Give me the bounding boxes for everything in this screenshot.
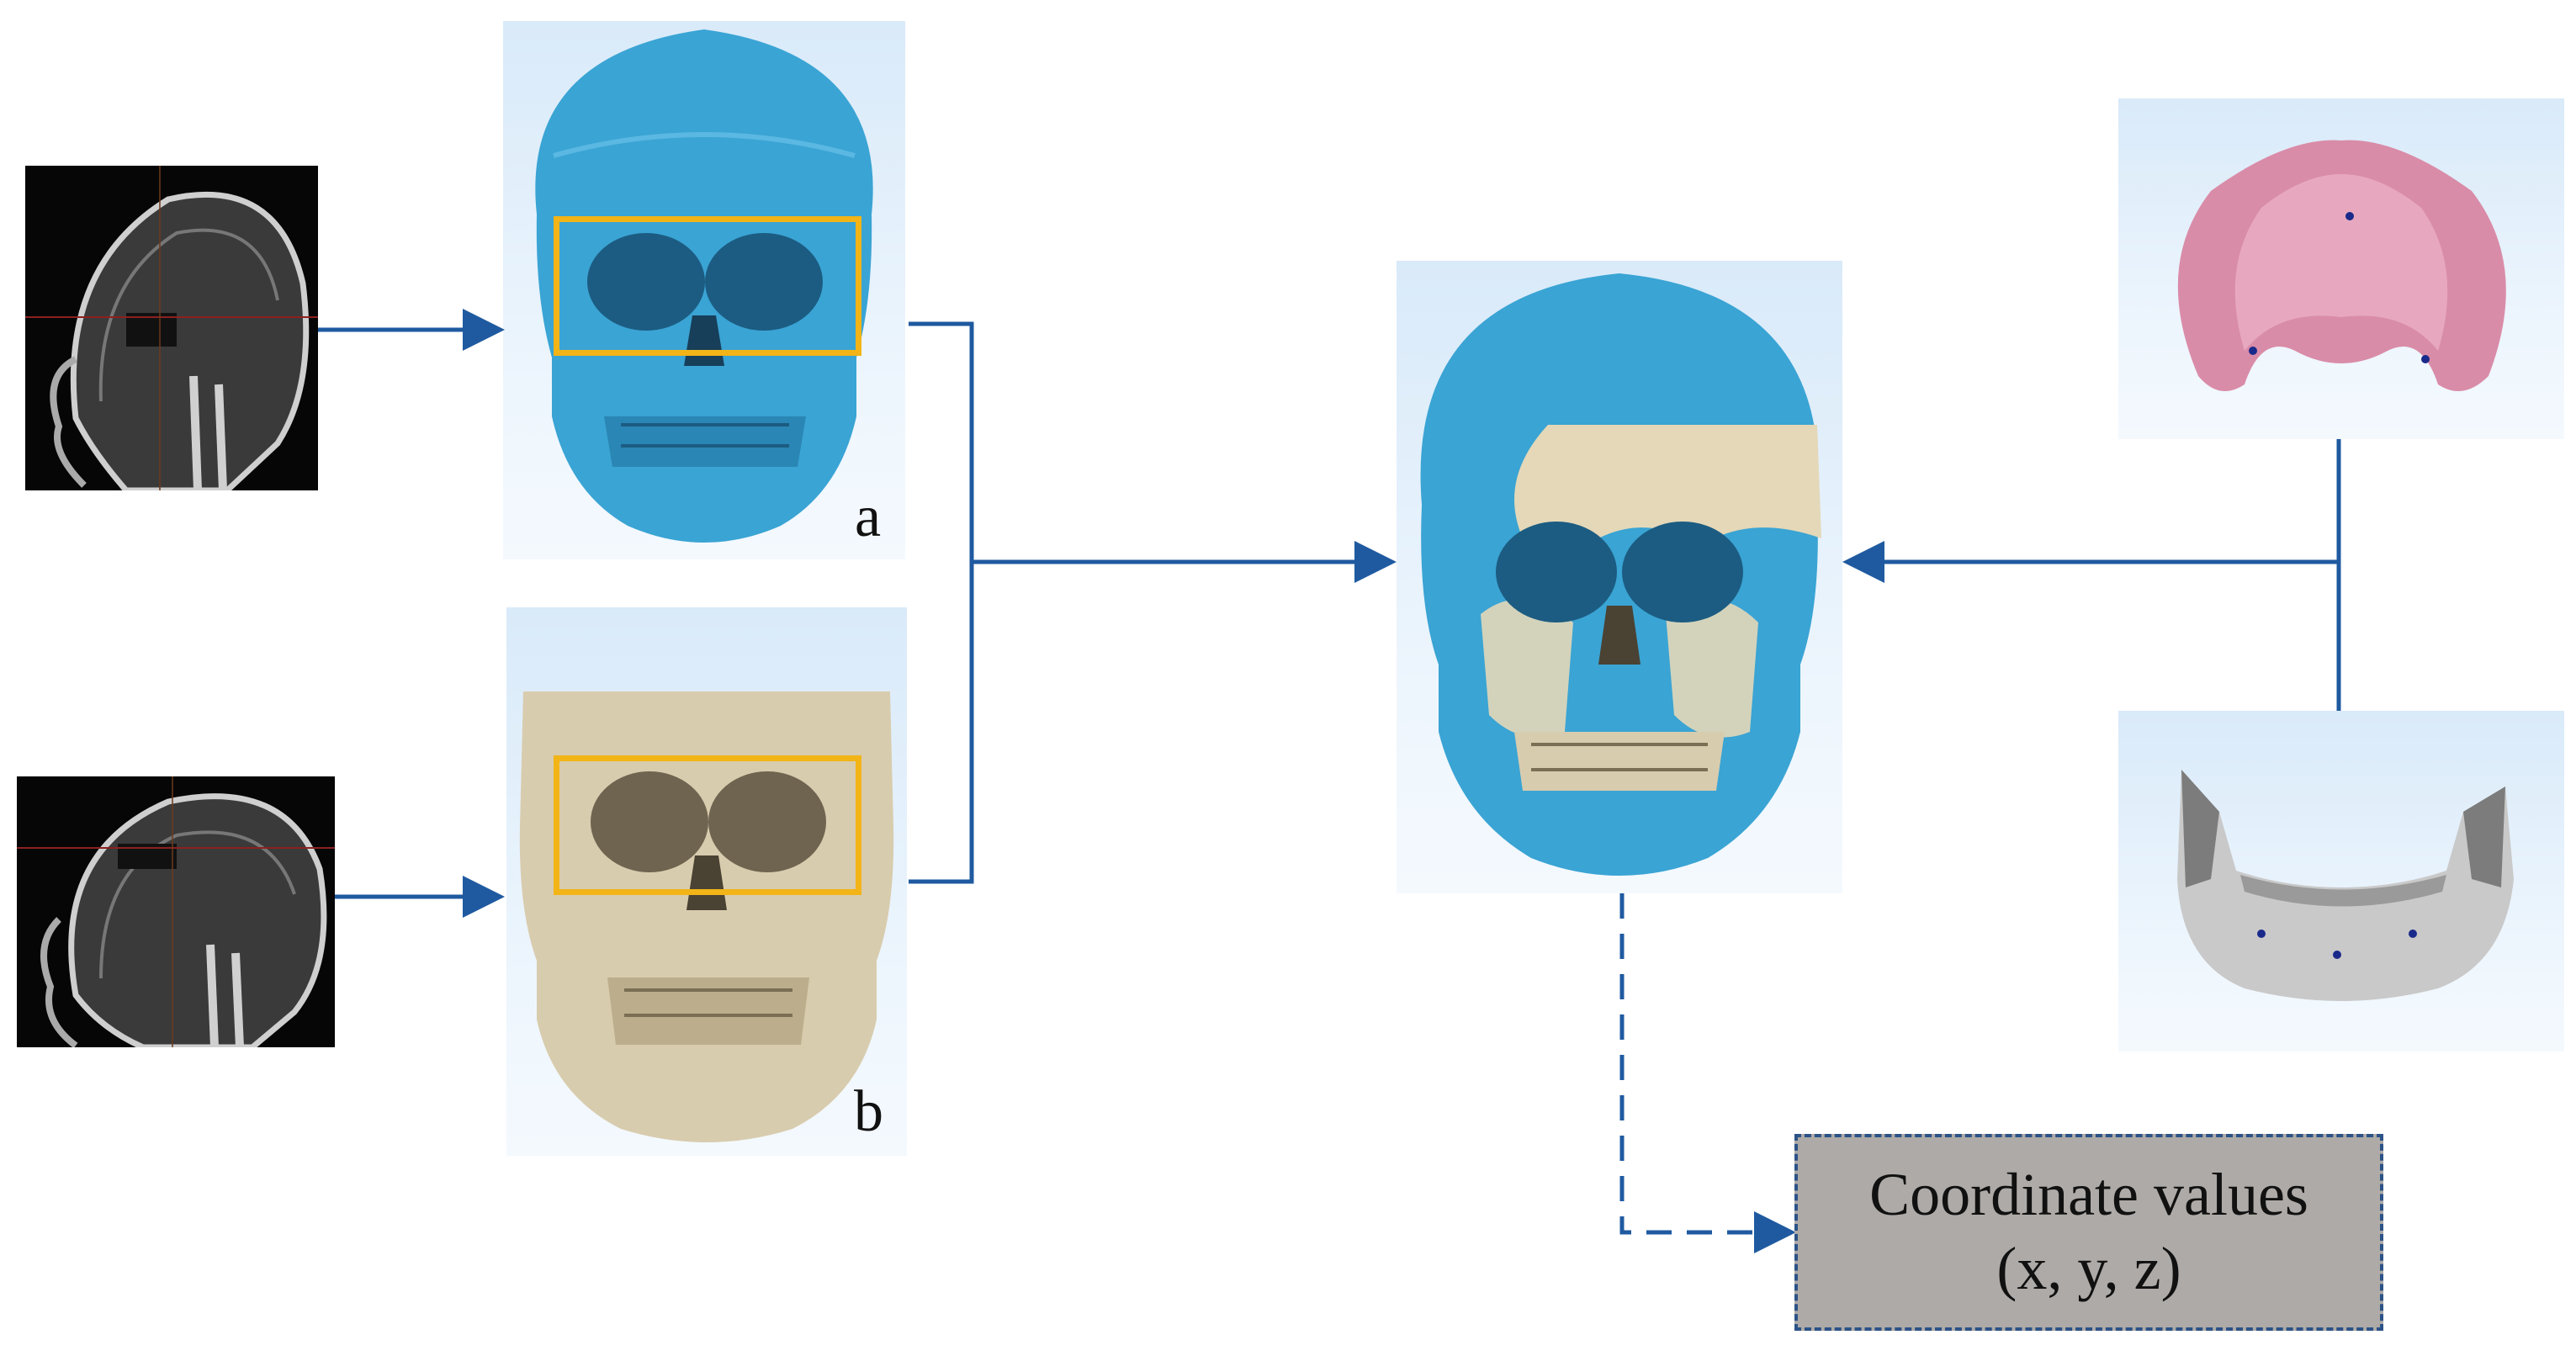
fused-skull-panel: [1397, 261, 1842, 893]
skull-panel-a: a: [503, 21, 905, 559]
ct-sagittal-scan-icon: [25, 166, 318, 490]
dashed-arrow-to-coordinates: [1619, 893, 1796, 1253]
skull-model-beige-icon: [519, 691, 894, 1142]
roi-box-a: [554, 216, 861, 356]
roi-box-b: [554, 755, 861, 895]
maxillary-dental-model-icon: [2177, 140, 2506, 391]
coordinate-values-box: Coordinate values (x, y, z): [1794, 1134, 2383, 1331]
bracket-connector: [909, 321, 974, 884]
mandibular-dental-model-icon: [2177, 770, 2514, 1001]
coordinate-values-xyz: (x, y, z): [1996, 1235, 2181, 1302]
ct-scan-bottom: [17, 776, 335, 1047]
panel-label-b: b: [854, 1079, 883, 1144]
fused-skull-model-icon: [1420, 273, 1821, 876]
skull-panel-b: b: [506, 607, 907, 1156]
panel-label-a: a: [855, 485, 882, 549]
maxilla-panel: [2118, 98, 2564, 439]
ct-scan-top: [25, 166, 318, 490]
ct-sagittal-scan-icon: [17, 776, 335, 1047]
coordinate-values-title: Coordinate values: [1869, 1161, 2308, 1229]
mandible-panel: [2118, 711, 2564, 1051]
